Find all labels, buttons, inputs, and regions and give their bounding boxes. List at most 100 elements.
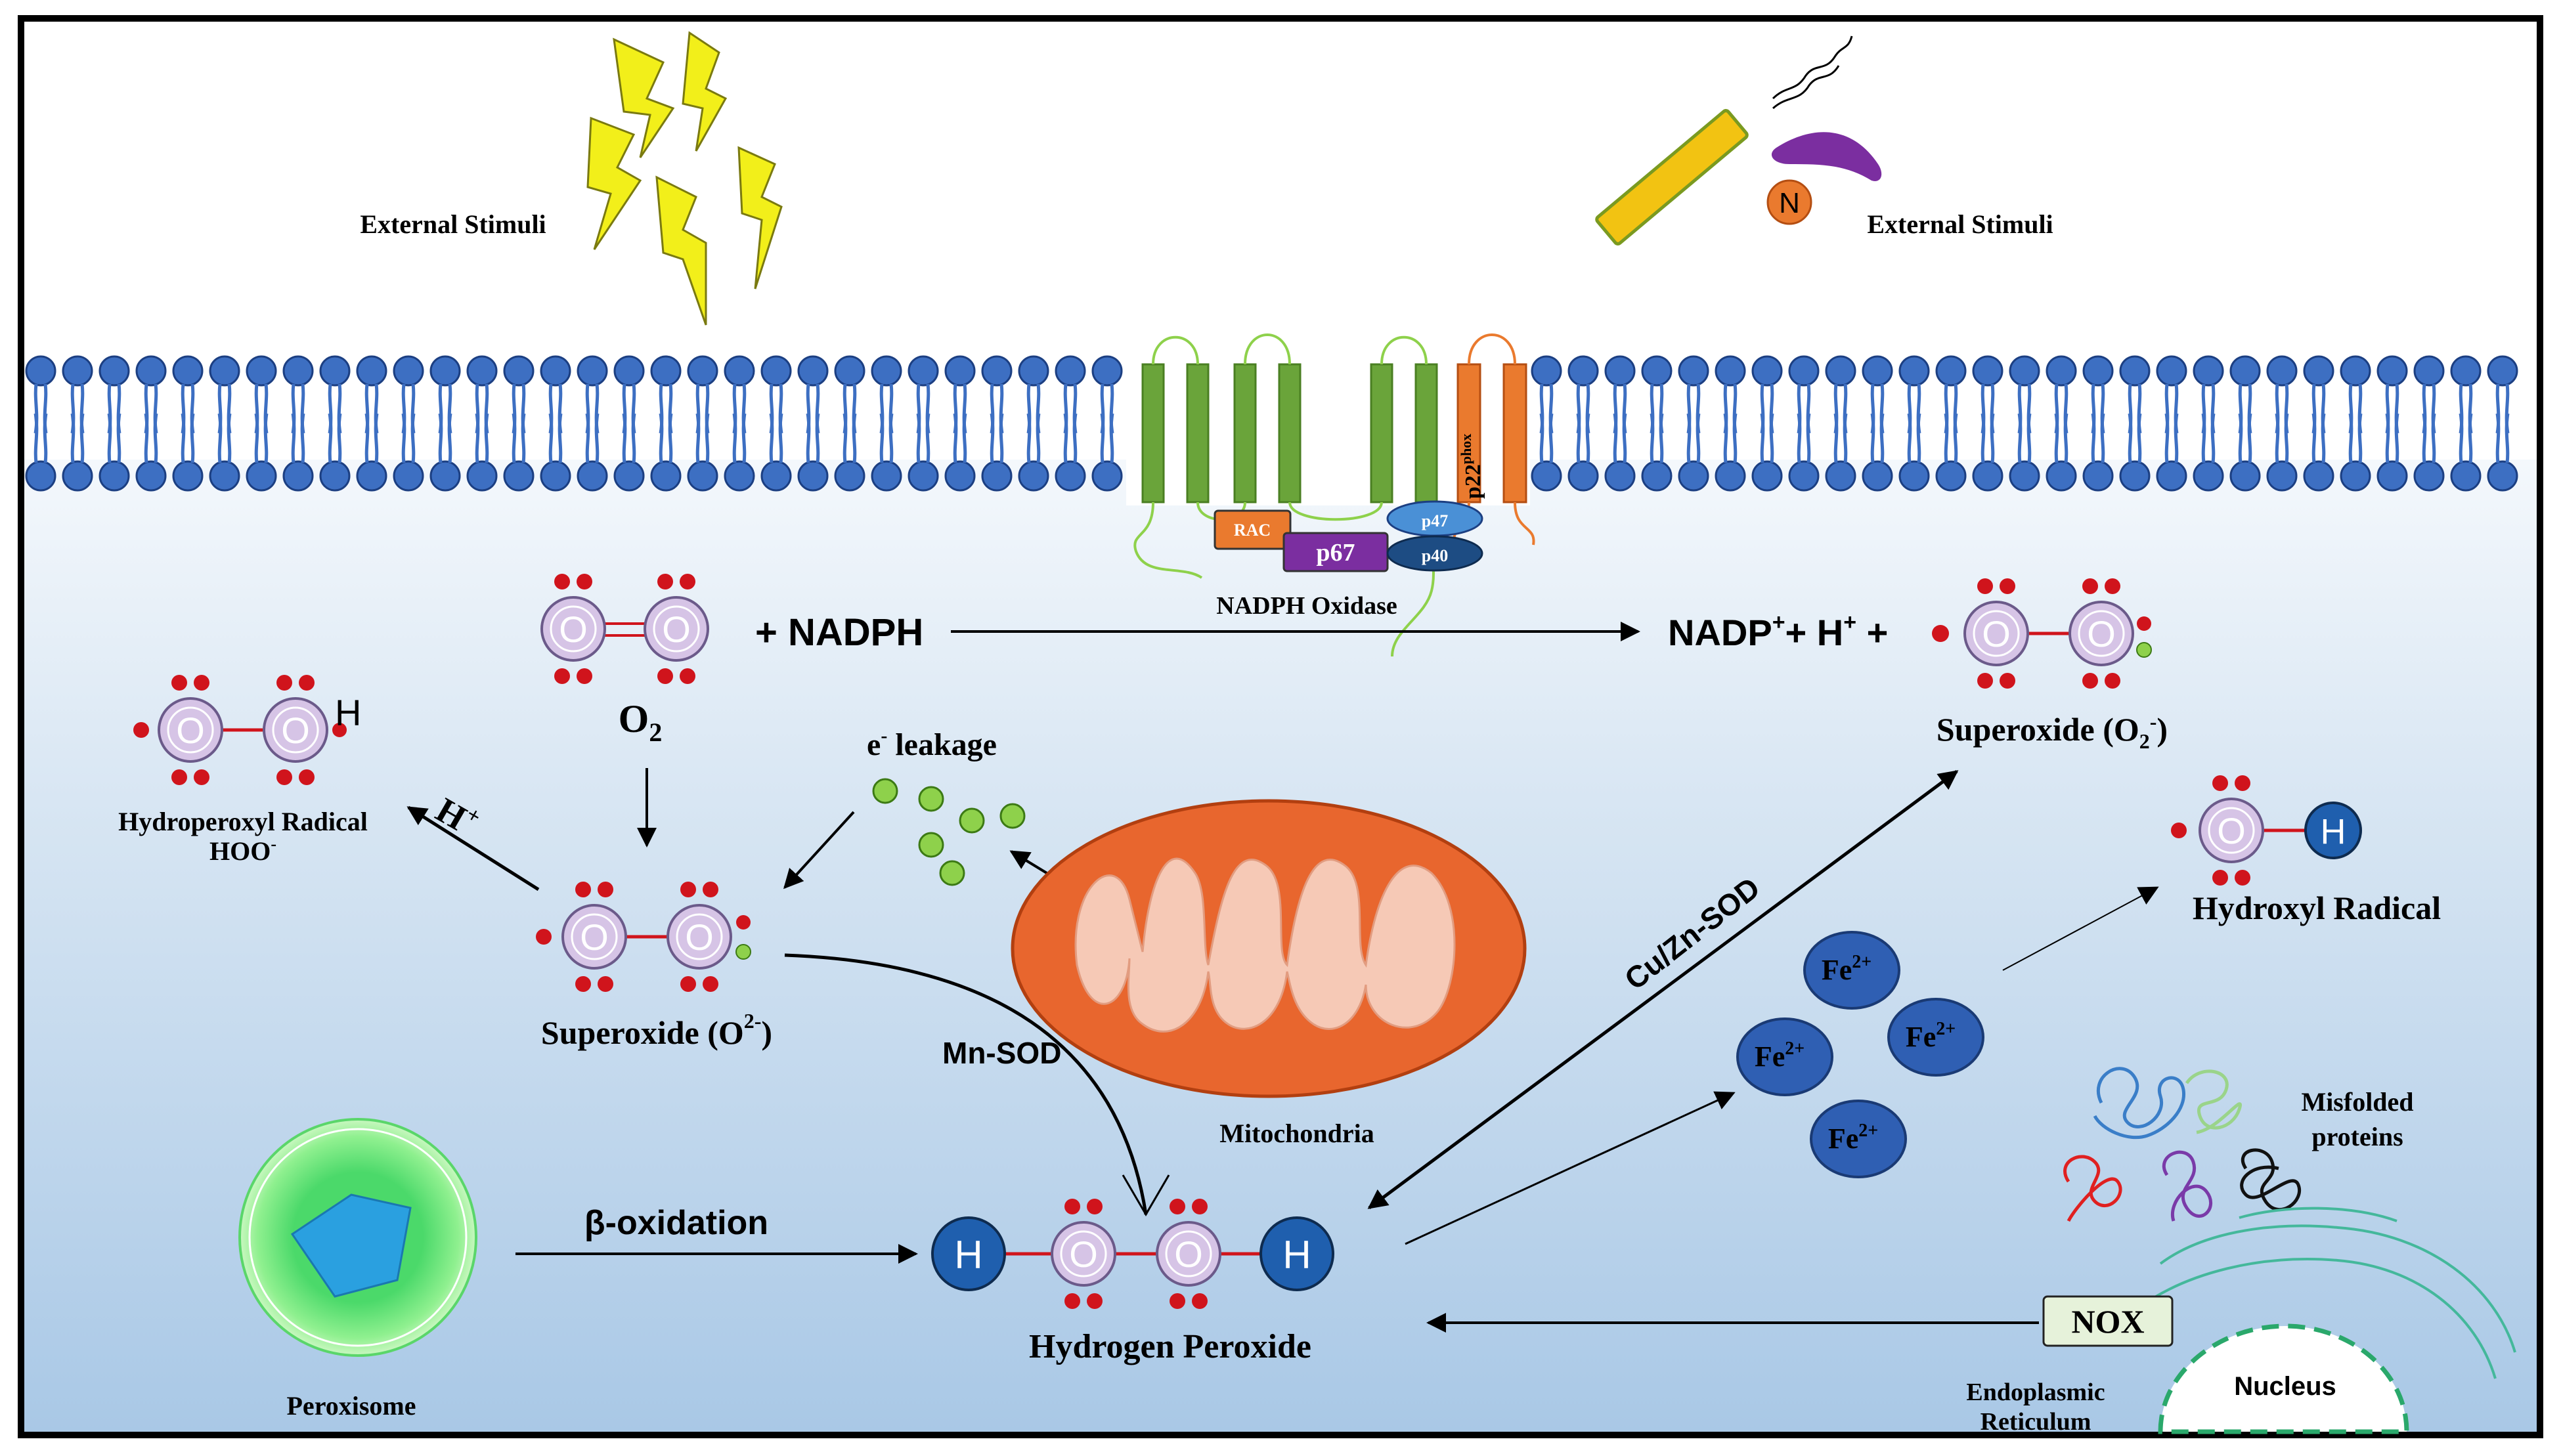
oxygen-atom: O <box>263 675 328 785</box>
misfolded-protein-icon <box>2162 1150 2212 1222</box>
leaked-electron <box>918 786 944 812</box>
hydroperoxyl-radical-label: Hydroperoxyl Radical <box>118 807 368 836</box>
fe-ion-label: Fe2+ <box>1906 1019 1956 1053</box>
hydroxyl-radical-label: Hydroxyl Radical <box>2193 889 2441 926</box>
lightning-bolt-icon <box>655 175 707 326</box>
electron-dot <box>657 574 673 589</box>
misfolded-protein-icon <box>2240 1148 2302 1211</box>
hydrogen-peroxide-label: Hydrogen Peroxide <box>1029 1328 1311 1365</box>
e-leakage-label: e- leakage <box>867 725 997 762</box>
electron-dot <box>598 976 613 992</box>
mitochondria <box>1011 799 1527 1098</box>
electron-dot <box>1064 1199 1080 1214</box>
nox-box <box>2042 1295 2174 1347</box>
electron-dot <box>680 882 696 897</box>
electron-dot <box>299 769 315 785</box>
oxygen-symbol: O <box>1174 1233 1203 1275</box>
superoxide-left-label: Superoxide (O2-) <box>541 1009 772 1051</box>
hydroperoxyl-h-atom: H <box>335 692 361 733</box>
oxygen-symbol: O <box>580 916 609 958</box>
fe-ion: Fe2+ <box>1736 1017 1833 1096</box>
oxygen-symbol: O <box>662 609 691 650</box>
superoxide-right-label: Superoxide (O2-) <box>1937 710 2168 753</box>
electron-dot <box>1977 578 1993 594</box>
lightning-bolt-icon <box>737 146 783 289</box>
electron-dot <box>1192 1293 1208 1309</box>
electron-dot <box>680 668 695 684</box>
er-label-line2: Reticulum <box>1981 1408 2091 1436</box>
lightning-bolt-icon <box>613 37 675 158</box>
nadph-oxidase-label: NADPH Oxidase <box>1216 592 1397 620</box>
fe-ion: Fe2+ <box>1887 998 1984 1077</box>
p67-label: p67 <box>1316 539 1355 567</box>
electron-dot <box>598 882 613 897</box>
oxygen-symbol: O <box>176 710 205 751</box>
oxygen-symbol: O <box>1069 1233 1098 1275</box>
superoxide-molecule-left: O O <box>536 882 751 992</box>
misfolded-protein-icon <box>2063 1155 2122 1222</box>
misfolded-protein-icons <box>2063 1067 2302 1222</box>
mn-sod-label: Mn-SOD <box>942 1036 1061 1070</box>
er-label-line1: Endoplasmic <box>1966 1379 2105 1406</box>
electron-dot <box>554 574 570 589</box>
oxygen-atom: O <box>2199 775 2264 886</box>
electron-dot <box>2235 870 2250 886</box>
oxygen-atom: O <box>644 574 709 684</box>
superoxide-to-hydroperoxyl-arrow <box>406 805 540 891</box>
nadph-oxidase-complex: p22phox RAC p67 p47 p40 <box>1126 333 1535 657</box>
electron-dot <box>1977 673 1993 689</box>
electron-dot <box>276 769 292 785</box>
oxygen-symbol: O <box>559 609 588 650</box>
electron-dot <box>575 976 591 992</box>
fe-ion-label: Fe2+ <box>1822 952 1871 986</box>
oxygen-symbol: O <box>2087 613 2116 654</box>
p22phox-label: p22phox <box>1458 434 1485 499</box>
electron-dot <box>1170 1199 1185 1214</box>
oxygen-atom: O <box>667 882 732 992</box>
electron-dot <box>575 882 591 897</box>
fe-to-hydroxyl-arrow <box>2002 886 2159 971</box>
electron-dot <box>1087 1293 1103 1309</box>
fe-ion: Fe2+ <box>1803 931 1900 1010</box>
oxygen-atom: O <box>1051 1199 1116 1309</box>
hydroxyl-molecule: O H <box>2171 775 2362 886</box>
superoxide-molecule-right: O O <box>1932 578 2152 689</box>
h2o2-h-atom-left: H <box>954 1233 982 1277</box>
iron-ions: Fe2+ Fe2+ Fe2+ Fe2+ <box>1736 931 1984 1178</box>
endoplasmic-reticulum <box>2139 1207 2516 1379</box>
misfolded-label-line1: Misfolded <box>2301 1087 2413 1117</box>
electron-dot <box>2082 578 2098 594</box>
nox-label: NOX <box>2071 1303 2144 1340</box>
electron-dot <box>1064 1293 1080 1309</box>
leaked-electrons <box>872 778 1026 886</box>
fe-ion-label: Fe2+ <box>1828 1121 1878 1155</box>
p40-label: p40 <box>1422 546 1448 565</box>
electron-dot <box>657 668 673 684</box>
electron-dot <box>703 882 718 897</box>
oxygen-atom: O <box>1963 578 2029 689</box>
external-stimuli-left-label: External Stimuli <box>360 209 546 239</box>
oxygen-symbol: O <box>1982 613 2011 654</box>
electron-dot <box>1192 1199 1208 1214</box>
oxygen-symbol: O <box>2217 810 2246 851</box>
electron-dot <box>703 976 718 992</box>
electron-dot <box>577 574 592 589</box>
electron-dot <box>2105 673 2120 689</box>
leaked-electron <box>959 807 985 834</box>
hydroperoxyl-molecule: O O H <box>133 675 361 785</box>
misfolded-label-line2: proteins <box>2311 1122 2403 1151</box>
rac-label: RAC <box>1234 521 1271 540</box>
mitochondria-label: Mitochondria <box>1219 1119 1374 1148</box>
electron-dot <box>2212 775 2228 791</box>
mn-sod-arrowhead <box>1122 1174 1170 1216</box>
leakage-to-superoxide-arrow <box>783 811 855 889</box>
electron-dot <box>276 675 292 691</box>
peroxisome <box>238 1118 477 1357</box>
nucleus-label: Nucleus <box>2234 1372 2336 1401</box>
mn-sod-arrow <box>784 953 1148 1215</box>
o2-label: O2 <box>619 697 663 747</box>
electron-dot <box>554 668 570 684</box>
electron-dot <box>2212 870 2228 886</box>
oxygen-atom: O <box>2068 578 2134 689</box>
leaked-electron <box>939 860 965 886</box>
